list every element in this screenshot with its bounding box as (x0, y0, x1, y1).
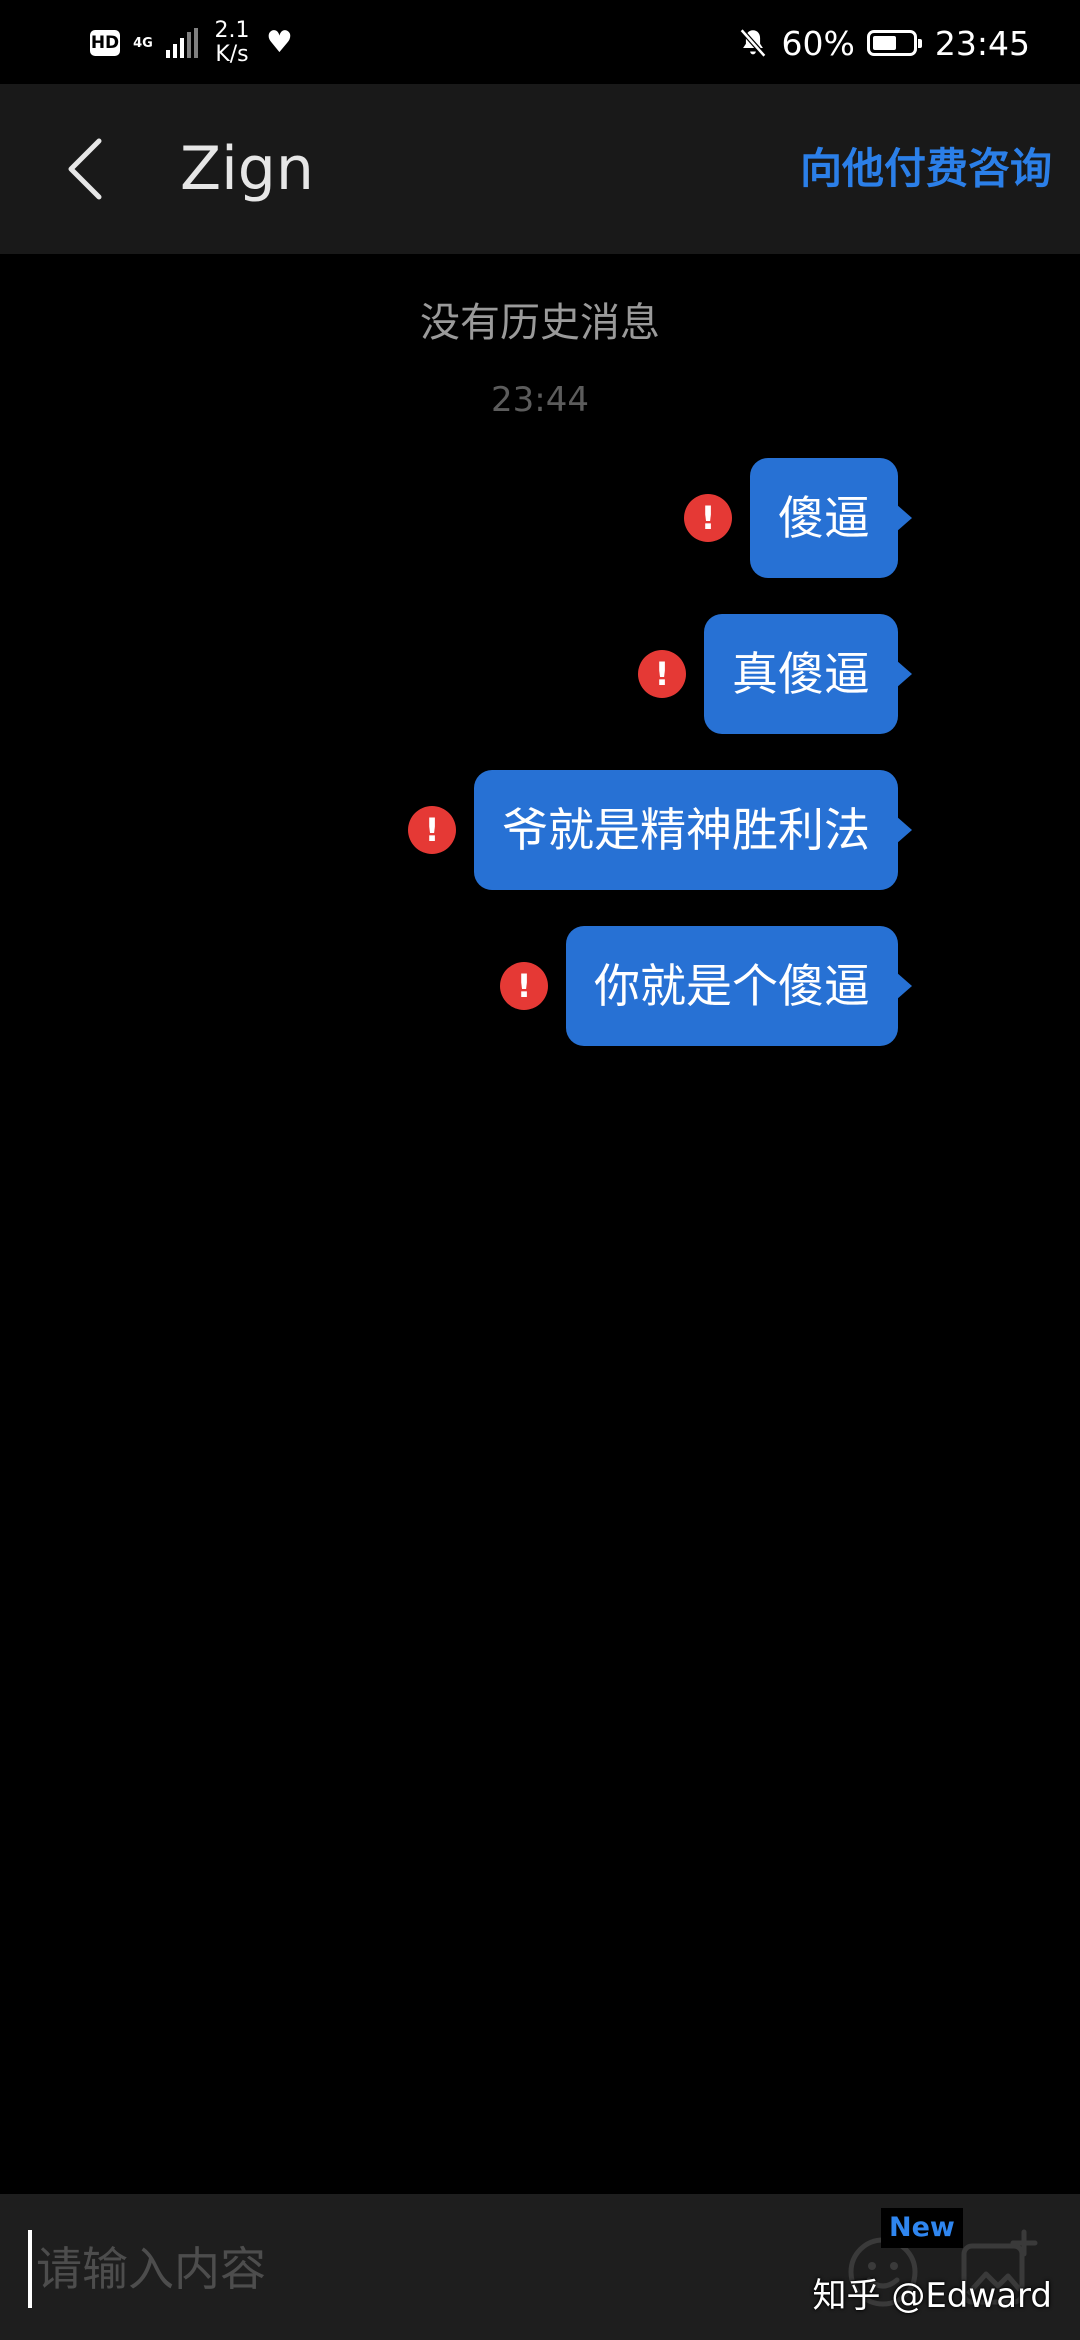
status-bar: HD 4G 2.1 K/s ♥ 60% 23:45 (0, 0, 1080, 84)
status-right: 60% 23:45 (736, 18, 1030, 68)
network-speed-unit: K/s (215, 42, 249, 67)
send-failed-icon[interactable]: ! (408, 806, 456, 854)
new-badge: New (881, 2208, 963, 2248)
send-failed-icon[interactable]: ! (638, 650, 686, 698)
paid-consult-button[interactable]: 向他付费咨询 (799, 144, 1052, 193)
status-left: HD 4G 2.1 K/s ♥ (90, 18, 293, 68)
battery-percent: 60% (781, 23, 855, 63)
chat-area[interactable]: 没有历史消息 23:44 ! 傻逼 ! 真傻逼 ! 爷就是精神胜利法 ! 你就是… (0, 254, 1080, 2194)
battery-fill (872, 36, 896, 50)
network-type: 4G (133, 35, 153, 51)
network-speed: 2.1 K/s (210, 19, 254, 67)
send-failed-icon[interactable]: ! (684, 494, 732, 542)
message-row: ! 你就是个傻逼 (500, 926, 912, 1046)
message-bubble[interactable]: 你就是个傻逼 (566, 926, 912, 1046)
no-history-notice: 没有历史消息 (420, 300, 660, 346)
message-timestamp: 23:44 (491, 380, 589, 420)
message-bubble[interactable]: 傻逼 (750, 458, 912, 578)
message-input[interactable] (28, 2230, 818, 2308)
back-button[interactable] (50, 124, 120, 214)
send-failed-icon[interactable]: ! (500, 962, 548, 1010)
chat-header: Zign 向他付费咨询 (0, 84, 1080, 254)
message-bubble[interactable]: 真傻逼 (704, 614, 912, 734)
message-row: ! 傻逼 (684, 458, 912, 578)
chat-title: Zign (180, 134, 314, 204)
battery-icon (866, 30, 922, 56)
message-row: ! 爷就是精神胜利法 (408, 770, 912, 890)
signal-icon (166, 28, 198, 58)
health-heart-icon: ♥ (266, 25, 293, 60)
hd-badge: HD (90, 30, 120, 56)
watermark: 知乎 @Edward (812, 2276, 1052, 2316)
chevron-left-icon (68, 138, 102, 200)
message-row: ! 真傻逼 (638, 614, 912, 734)
add-image-icon[interactable] (958, 2228, 1040, 2310)
input-bar: New 知乎 @Edward (0, 2194, 1080, 2340)
network-speed-value: 2.1 (214, 18, 250, 43)
status-time: 23:45 (934, 23, 1030, 63)
message-bubble[interactable]: 爷就是精神胜利法 (474, 770, 912, 890)
bell-muted-icon (739, 28, 766, 58)
